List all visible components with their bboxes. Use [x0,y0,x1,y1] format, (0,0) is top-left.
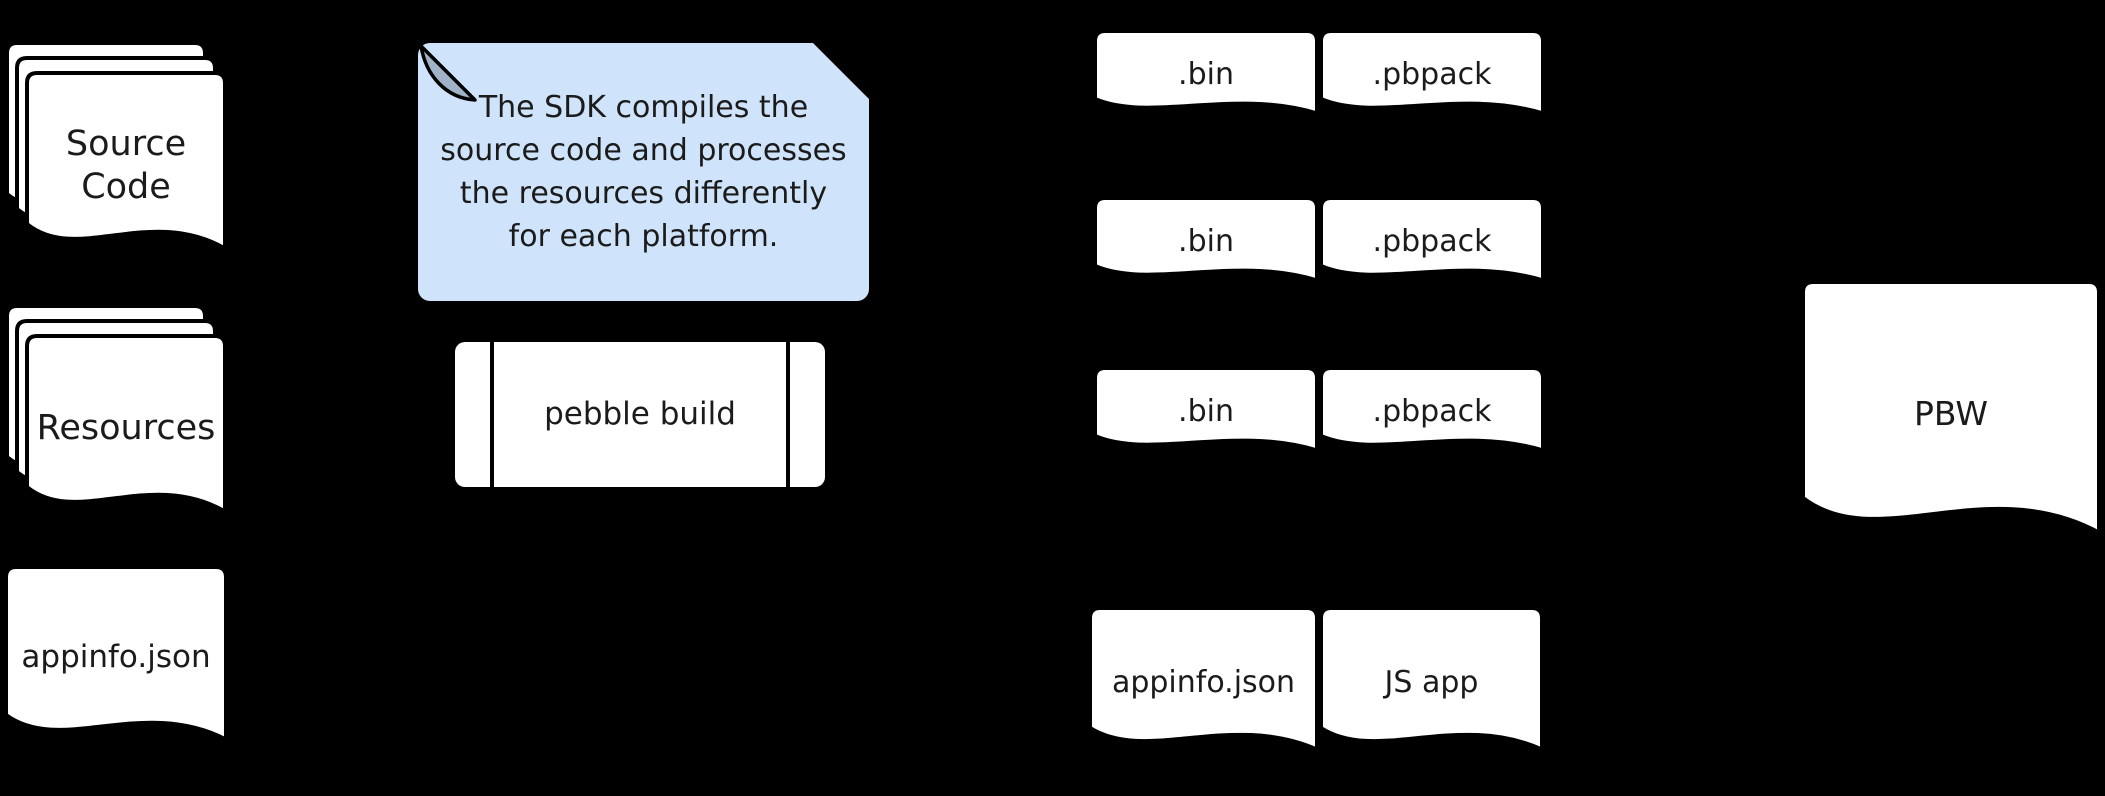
resources-stack-label: Resources [36,408,216,449]
process-bar-left [490,342,494,487]
process-bar-right [786,342,790,487]
appinfo-json-doc: appinfo.json [4,565,228,749]
bin-doc-1-shape [1093,29,1319,117]
pbpack-doc-3-shape [1319,366,1545,454]
pbpack-doc-2: .pbpack [1319,196,1545,286]
pbpack-doc-1-label: .pbpack [1372,56,1492,92]
appinfo-json-output-doc-shape [1088,606,1319,753]
pbw-doc-label: PBW [1914,393,1988,433]
source-code-stack-label: Source Code [65,123,187,207]
appinfo-json-output-doc-label: appinfo.json [1111,664,1296,700]
pbpack-doc-3: .pbpack [1319,366,1545,456]
bin-doc-1: .bin [1093,29,1319,119]
bin-doc-2-label: .bin [1178,223,1234,259]
folded-corner-icon [419,44,477,102]
resources-stack: Resources [5,304,227,521]
pbw-doc-shape [1801,280,2101,536]
note-text-line: The SDK compiles the [478,90,809,125]
bin-doc-2: .bin [1093,196,1319,286]
pbpack-doc-2-shape [1319,196,1545,284]
note-background [418,43,869,301]
js-app-doc: JS app [1319,606,1544,758]
js-app-doc-shape [1319,606,1544,753]
resources-stack-shape [5,304,227,515]
sdk-note: The SDK compiles the source code and proc… [418,43,869,301]
bin-doc-2-shape [1093,196,1319,284]
pebble-build-process-label: pebble build [544,395,736,432]
source-code-stack-shape [5,41,227,252]
process-box-background [455,342,825,487]
bin-doc-1-label: .bin [1178,56,1234,92]
pbw-doc: PBW [1801,280,2101,546]
bin-doc-3: .bin [1093,366,1319,456]
appinfo-json-doc-shape [4,565,228,743]
appinfo-json-doc-label: appinfo.json [21,639,211,676]
note-text-line: for each platform. [508,219,779,254]
pbpack-doc-2-label: .pbpack [1372,223,1492,259]
pbpack-doc-1-shape [1319,29,1545,117]
js-app-doc-label: JS app [1384,664,1479,700]
pbpack-doc-1: .pbpack [1319,29,1545,119]
bin-doc-3-label: .bin [1178,393,1234,429]
note-text: The SDK compiles the source code and proc… [418,43,869,301]
bin-doc-3-shape [1093,366,1319,454]
source-code-stack: Source Code [5,41,227,258]
pbpack-doc-3-label: .pbpack [1372,393,1492,429]
note-text-line: source code and processes [440,133,847,168]
note-text-line: the resources differently [459,176,828,211]
pebble-build-process: pebble build [455,342,825,487]
appinfo-json-output-doc: appinfo.json [1088,606,1319,758]
